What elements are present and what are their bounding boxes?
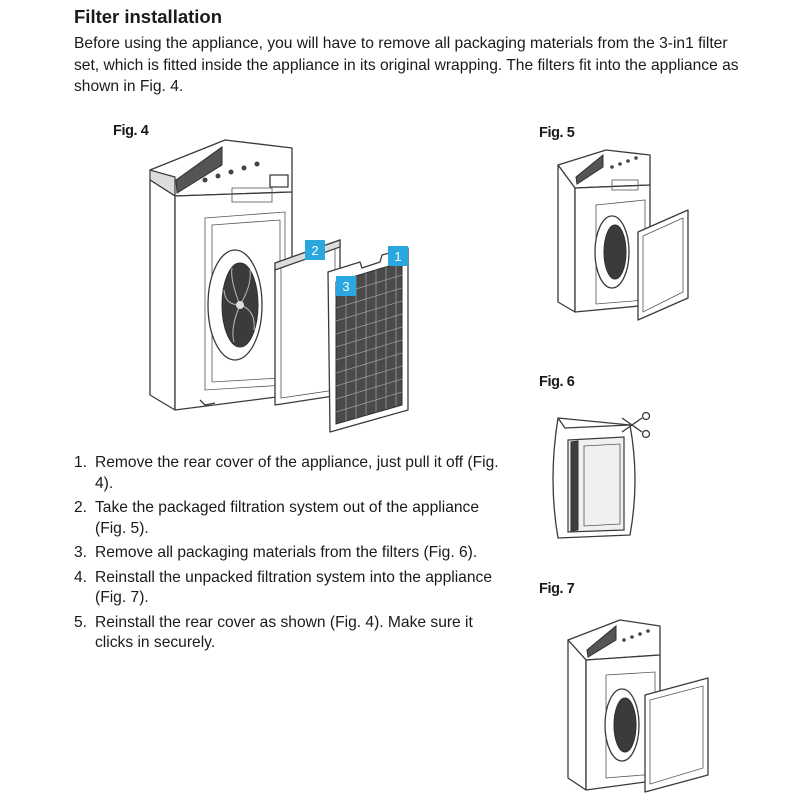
section-heading: Filter installation [74, 6, 223, 27]
step-item: 4. Reinstall the unpacked filtration syst… [74, 568, 514, 609]
step-text: Take the packaged filtration system out … [95, 499, 480, 537]
step-item: 3. Remove all packaging materials from th… [74, 543, 514, 564]
step-text: Reinstall the rear cover as shown (Fig. … [95, 613, 473, 652]
fig5-label: Fig. 5 [539, 125, 575, 141]
steps-list: 1. Remove the rear cover of the appliance… [74, 453, 514, 658]
step-number: 1. [74, 454, 88, 471]
step-text: Remove the rear cover of the appliance, … [95, 454, 499, 492]
badge-2-label: 2 [311, 243, 318, 258]
step-number: 5. [74, 613, 88, 631]
appliance-body-fig4 [149, 139, 293, 411]
fig7-label: Fig. 7 [539, 581, 575, 597]
badge-3: 3 [336, 276, 356, 296]
step-number: 4. [74, 568, 88, 586]
fig6-label: Fig. 6 [539, 374, 575, 390]
fig4-label: Fig. 4 [113, 123, 149, 139]
badge-1: 1 [388, 246, 408, 266]
intro-paragraph: Before using the appliance, you will hav… [74, 35, 739, 95]
step-number: 2. [74, 499, 88, 516]
step-number: 3. [74, 544, 88, 561]
badge-1-label: 1 [394, 249, 401, 264]
scissors-icon [621, 411, 651, 439]
badge-3-label: 3 [342, 279, 349, 294]
step-item: 2. Take the packaged filtration system ou… [74, 498, 514, 539]
badge-2: 2 [305, 240, 325, 260]
step-item: 1. Remove the rear cover of the appliance… [74, 453, 514, 494]
step-text: Remove all packaging materials from the … [95, 544, 478, 561]
step-text: Reinstall the unpacked filtration system… [95, 568, 493, 607]
step-item: 5. Reinstall the rear cover as shown (Fig… [74, 613, 514, 654]
